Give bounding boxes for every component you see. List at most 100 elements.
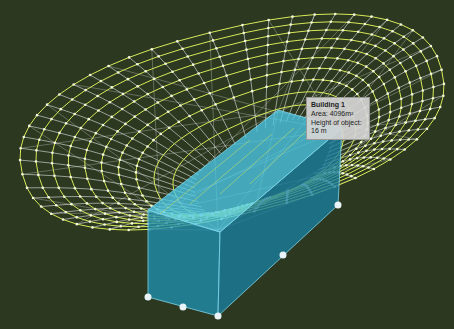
mesh-vertex bbox=[370, 15, 373, 18]
mesh-vertex bbox=[128, 218, 131, 221]
mesh-vertex bbox=[133, 203, 136, 206]
mesh-vertex bbox=[111, 196, 114, 199]
mesh-vertex bbox=[365, 149, 368, 152]
mesh-vertex bbox=[411, 103, 414, 106]
mesh-vertex bbox=[159, 133, 162, 136]
mesh-vertex bbox=[103, 180, 106, 183]
mesh-vertex bbox=[181, 47, 184, 50]
mesh-vertex bbox=[67, 154, 70, 157]
mesh-vertex bbox=[408, 112, 411, 115]
mesh-vertex bbox=[374, 45, 377, 48]
mesh-vertex bbox=[107, 65, 110, 68]
mesh-vertex bbox=[443, 83, 446, 86]
mesh-vertex bbox=[70, 203, 73, 206]
mesh-vertex bbox=[290, 80, 293, 83]
mesh-vertex bbox=[386, 92, 389, 95]
mesh-vertex bbox=[412, 42, 415, 45]
callout-text: Building 1 bbox=[311, 101, 365, 110]
mesh-vertex bbox=[383, 37, 386, 40]
mesh-vertex bbox=[100, 170, 103, 173]
mesh-vertex bbox=[266, 63, 269, 66]
mesh-vertex bbox=[432, 86, 435, 89]
mesh-vertex bbox=[62, 218, 65, 221]
mesh-vertex bbox=[86, 177, 89, 180]
mesh-vertex bbox=[389, 111, 392, 114]
mesh-vertex bbox=[363, 156, 366, 159]
mesh-vertex bbox=[422, 89, 425, 92]
mesh-vertex bbox=[118, 159, 121, 162]
mesh-vertex bbox=[280, 71, 283, 74]
mesh-vertex bbox=[51, 162, 54, 165]
mesh-vertex bbox=[365, 65, 368, 68]
mesh-vertex bbox=[267, 19, 270, 22]
mesh-vertex bbox=[324, 56, 327, 59]
mesh-vertex bbox=[203, 82, 206, 85]
mesh-vertex bbox=[116, 130, 119, 133]
mesh-vertex bbox=[133, 100, 136, 103]
mesh-vertex bbox=[105, 145, 108, 148]
mesh-vertex bbox=[212, 39, 215, 42]
mesh-vertex bbox=[322, 79, 325, 82]
mesh-vertex bbox=[369, 156, 372, 159]
mesh-vertex bbox=[382, 62, 385, 65]
mesh-vertex bbox=[58, 132, 61, 135]
mesh-vertex bbox=[47, 196, 50, 199]
radial-line bbox=[29, 126, 195, 184]
mesh-vertex bbox=[389, 158, 392, 161]
mesh-vertex bbox=[170, 95, 173, 98]
corner-marker bbox=[335, 202, 342, 209]
mesh-vertex bbox=[95, 132, 98, 135]
mesh-vertex bbox=[378, 26, 381, 29]
mesh-vertex bbox=[200, 109, 203, 112]
mesh-vertex bbox=[284, 50, 287, 53]
mesh-vertex bbox=[79, 195, 82, 198]
mesh-vertex bbox=[267, 27, 270, 30]
mesh-vertex bbox=[242, 32, 245, 35]
mesh-vertex bbox=[37, 174, 40, 177]
mesh-vertex bbox=[71, 98, 74, 101]
mesh-vertex bbox=[19, 147, 22, 150]
mesh-vertex bbox=[55, 204, 58, 207]
mesh-vertex bbox=[102, 124, 105, 127]
mesh-vertex bbox=[365, 53, 368, 56]
mesh-vertex bbox=[84, 157, 87, 160]
mesh-vertex bbox=[316, 47, 319, 50]
mesh-vertex bbox=[396, 148, 399, 151]
mesh-vertex bbox=[84, 166, 87, 169]
mesh-vertex bbox=[371, 90, 374, 93]
mesh-vertex bbox=[35, 160, 38, 163]
mesh-vertices bbox=[19, 13, 445, 232]
mesh-vertex bbox=[186, 88, 189, 91]
mesh-vertex bbox=[80, 127, 83, 130]
radial-line bbox=[21, 148, 195, 192]
mesh-vertex bbox=[69, 145, 72, 148]
mesh-vertex bbox=[374, 130, 377, 133]
sight-line bbox=[109, 66, 278, 112]
mesh-vertex bbox=[403, 148, 406, 151]
mesh-vertex bbox=[115, 216, 118, 219]
mesh-vertex bbox=[355, 50, 358, 53]
mesh-vertex bbox=[389, 102, 392, 105]
mesh-vertex bbox=[325, 29, 328, 32]
mesh-vertex bbox=[100, 80, 103, 83]
mesh-vertex bbox=[67, 164, 70, 167]
corner-marker bbox=[145, 294, 152, 301]
mesh-vertex bbox=[128, 56, 131, 59]
mesh-vertex bbox=[51, 151, 54, 154]
corner-marker bbox=[215, 313, 222, 320]
mesh-vertex bbox=[245, 48, 248, 51]
mesh-vertex bbox=[282, 60, 285, 63]
radial-line bbox=[210, 33, 246, 138]
mesh-vertex bbox=[21, 173, 24, 176]
mesh-vertex bbox=[97, 109, 100, 112]
mesh-vertex bbox=[389, 132, 392, 135]
mesh-vertex bbox=[364, 144, 367, 147]
mesh-vertex bbox=[102, 153, 105, 156]
mesh-vertex bbox=[341, 172, 344, 175]
mesh-vertex bbox=[432, 97, 435, 100]
mesh-vertex bbox=[138, 158, 141, 161]
mesh-vertex bbox=[102, 218, 105, 221]
mesh-vertex bbox=[439, 106, 442, 109]
mesh-vertex bbox=[121, 151, 124, 154]
